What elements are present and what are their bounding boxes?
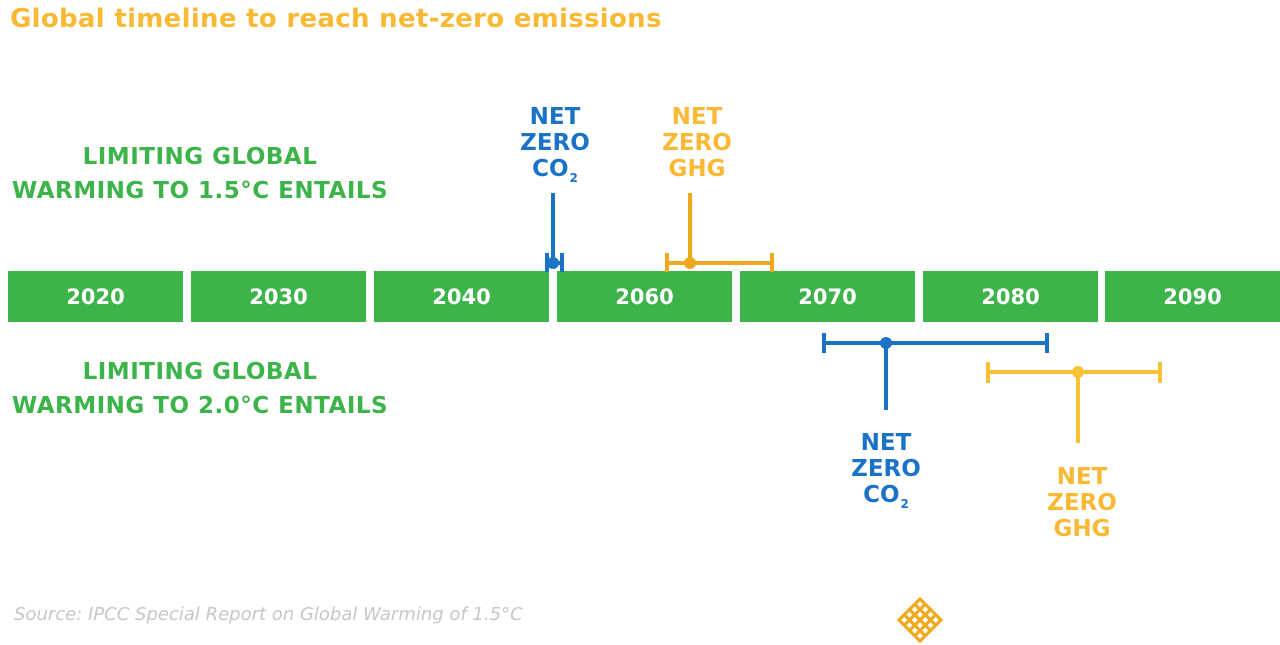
year-label: 2060 xyxy=(615,284,674,309)
page-title: Global timeline to reach net-zero emissi… xyxy=(10,4,662,34)
timeline-segment-2090: 2090 xyxy=(1105,271,1280,322)
scenario-line-1: LIMITING GLOBAL xyxy=(82,359,318,385)
label-net: NET xyxy=(860,430,912,456)
timeline-segment-2040: 2040 xyxy=(374,271,549,322)
label-subscript: 2 xyxy=(900,497,909,511)
year-label: 2080 xyxy=(981,284,1040,309)
scenario-line-2: WARMING TO 1.5°C ENTAILS xyxy=(11,178,389,204)
label-2-0c-net-zero-co2: NET ZERO CO2 xyxy=(831,430,941,511)
label-net: NET xyxy=(529,104,581,130)
label-ghg: GHG xyxy=(1053,516,1111,542)
year-label: 2090 xyxy=(1163,284,1222,309)
label-subscript: 2 xyxy=(569,171,578,185)
label-ghg: GHG xyxy=(668,156,726,182)
year-label: 2030 xyxy=(249,284,308,309)
label-co: CO xyxy=(863,482,900,508)
label-co2: CO2 xyxy=(831,482,941,511)
label-2-0c-net-zero-ghg: NET ZERO GHG xyxy=(1027,464,1137,542)
label-co2: CO2 xyxy=(500,156,610,185)
timeline-segment-2030: 2030 xyxy=(191,271,366,322)
woven-diamond-logo-icon xyxy=(896,596,944,644)
scenario-label-2-0c: LIMITING GLOBAL WARMING TO 2.0°C ENTAILS xyxy=(0,355,400,423)
label-zero: ZERO xyxy=(851,456,921,482)
year-label: 2040 xyxy=(432,284,491,309)
scenario-line-1: LIMITING GLOBAL xyxy=(82,144,318,170)
timeline-segment-2080: 2080 xyxy=(923,271,1098,322)
marker-2-0c-net-zero-ghg xyxy=(986,362,1162,443)
marker-1-5c-net-zero-co2 xyxy=(545,193,564,272)
scenario-line-2: WARMING TO 2.0°C ENTAILS xyxy=(11,393,389,419)
year-timeline: 2020 2030 2040 2060 2070 2080 2090 xyxy=(8,271,1280,322)
source-note: Source: IPCC Special Report on Global Wa… xyxy=(14,604,523,625)
marker-1-5c-net-zero-ghg xyxy=(665,193,774,272)
label-net: NET xyxy=(1056,464,1108,490)
label-zero: ZERO xyxy=(520,130,590,156)
timeline-segment-2060: 2060 xyxy=(557,271,732,322)
label-zero: ZERO xyxy=(1047,490,1117,516)
year-label: 2020 xyxy=(66,284,125,309)
timeline-segment-2020: 2020 xyxy=(8,271,183,322)
label-zero: ZERO xyxy=(662,130,732,156)
label-net: NET xyxy=(671,104,723,130)
label-1-5c-net-zero-co2: NET ZERO CO2 xyxy=(500,104,610,185)
marker-2-0c-net-zero-co2 xyxy=(822,333,1049,410)
year-label: 2070 xyxy=(798,284,857,309)
timeline-segment-2070: 2070 xyxy=(740,271,915,322)
label-co: CO xyxy=(532,156,569,182)
scenario-label-1-5c: LIMITING GLOBAL WARMING TO 1.5°C ENTAILS xyxy=(0,140,400,208)
label-1-5c-net-zero-ghg: NET ZERO GHG xyxy=(642,104,752,182)
